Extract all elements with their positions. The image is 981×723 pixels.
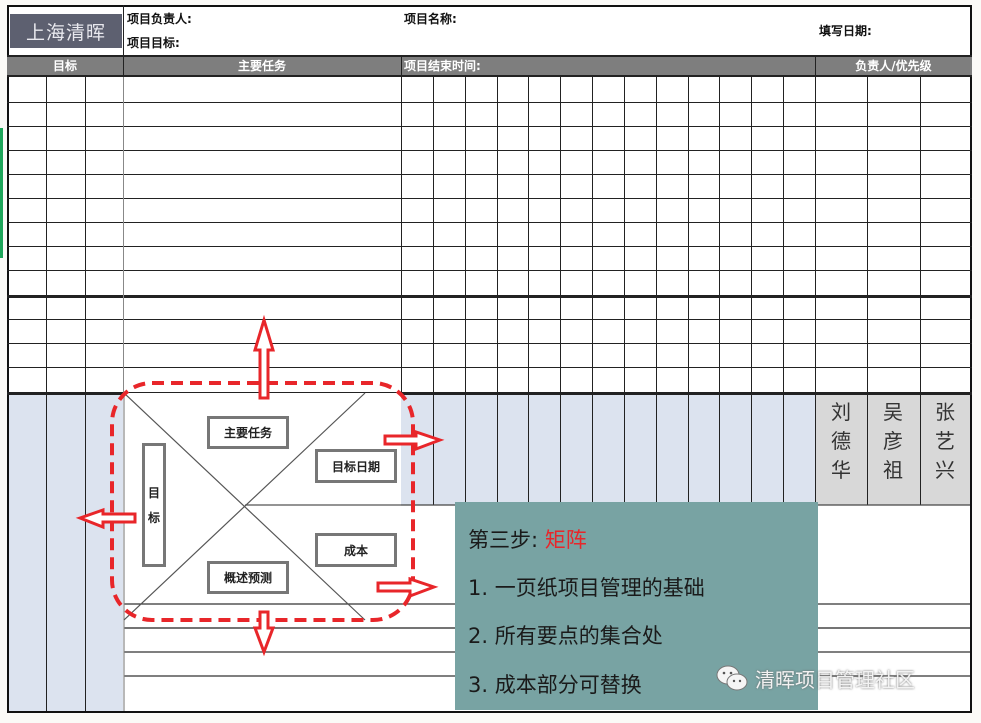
grid-col-line [85,77,86,711]
owner-label: 项目负责人: [127,12,192,26]
grid-row-line [7,150,972,151]
grid-col-line [751,77,752,505]
owner-char: 祖 [883,458,903,482]
col-header-main-tasks: 主要任务 [237,59,286,73]
left-edge-marker [0,128,3,258]
project-name-label: 项目名称: [404,12,457,26]
hdr-vline [401,55,402,77]
col-header-goal: 目标 [52,59,77,73]
grid-row-line [7,367,972,368]
owner-name-2: 吴 彦 祖 [868,398,918,485]
owner-char: 张 [935,400,955,424]
arrow-right-icon [383,429,445,452]
grid-col-line [497,77,498,505]
callout-title: 第三步: 矩阵 [468,524,587,554]
company-logo: 上海清晖 [10,14,122,48]
owner-shaded-area [815,393,970,505]
matrix-box-overview-forecast: 概述预测 [207,561,289,594]
goal-char: 目 [147,486,160,500]
grid-col-line [656,77,657,505]
goal-shaded-area [9,393,123,711]
arrow-up-icon [252,314,276,400]
col-header-owner-priority: 负责人/优先级 [855,59,932,73]
grid-row-line [7,270,972,271]
matrix-box-target-date: 目标日期 [315,449,397,483]
owner-char: 兴 [935,458,955,482]
grid-col-line [465,77,466,505]
grid-col-line [123,77,124,393]
grid-col-line [592,77,593,505]
owner-char: 刘 [831,400,851,424]
callout-item-3: 3. 成本部分可替换 [468,673,642,697]
grid-col-line [528,77,529,505]
owner-char: 彦 [883,429,903,453]
matrix-box-cost: 成本 [315,533,397,567]
owner-char: 德 [831,429,851,453]
callout-item-1: 1. 一页纸项目管理的基础 [468,576,705,600]
matrix-box-goal: 目 标 [142,443,166,567]
watermark-text: 清晖项目管理社区 [755,667,915,692]
grid-row-line [7,246,972,247]
grid-row-line [7,319,972,320]
column-header-bar: 目标 主要任务 项目结束时间: 负责人/优先级 [7,55,972,77]
owner-char: 吴 [883,400,903,424]
watermark: 清晖项目管理社区 [715,663,915,693]
grid-row-line [7,343,972,344]
grid-row-line [7,174,972,175]
arrow-down-icon [252,610,276,657]
grid-row-line [7,222,972,223]
wechat-icon [716,665,748,691]
arrow-left-icon [75,507,137,530]
owner-name-1: 刘 德 华 [816,398,866,485]
arrow-right-icon [376,576,439,599]
header-divider [123,5,124,55]
callout-item-2: 2. 所有要点的集合处 [468,624,663,648]
grid-row-line [7,392,972,395]
callout-title-highlight: 矩阵 [544,528,587,552]
grid-row-line [7,126,972,127]
owner-name-3: 张 艺 兴 [920,398,970,485]
grid-col-line [624,77,625,505]
grid-col-line [783,77,784,505]
hdr-vline [123,55,124,77]
matrix-box-main-tasks: 主要任务 [207,416,289,449]
grid-row-line [7,102,972,103]
goal-label: 项目目标: [127,36,180,50]
grid-col-line [688,77,689,505]
grid-col-line [433,77,434,505]
grid-col-line [46,77,47,711]
col-header-end-time: 项目结束时间: [404,59,481,73]
grid-col-line [920,77,921,505]
timeline-shaded-area [401,393,815,505]
callout-title-prefix: 第三步: [468,528,539,552]
grid-col-line [719,77,720,505]
step-three-callout: 第三步: 矩阵 1. 一页纸项目管理的基础 2. 所有要点的集合处 3. 成本部… [455,502,818,710]
owner-char: 华 [831,458,851,482]
grid-col-line [401,77,402,393]
grid-row-line [7,198,972,199]
grid-col-line [867,77,868,505]
owner-char: 艺 [935,429,955,453]
grid-row-line [7,295,972,298]
hdr-vline [815,55,816,77]
grid-col-line [815,77,816,505]
goal-char: 标 [147,511,160,525]
fill-date-label: 填写日期: [819,24,872,38]
grid-col-line [560,77,561,505]
